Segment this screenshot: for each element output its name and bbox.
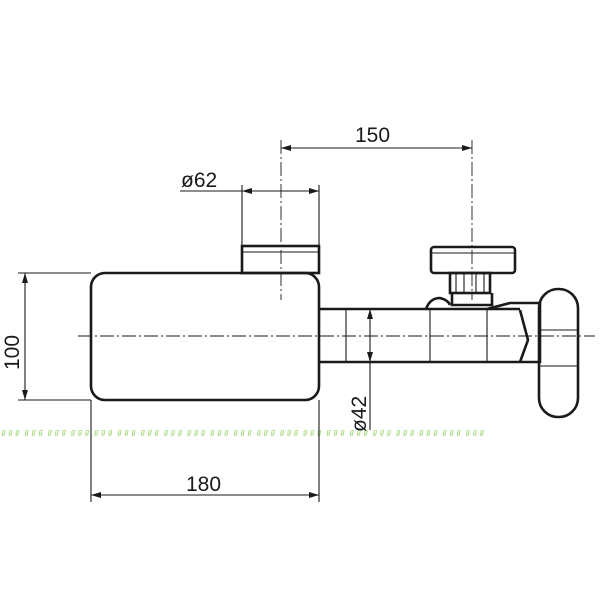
watermark-strip: ℊℊℊ ℊℊℊ ℊℊℊ ℊℊℊ ℊℊℊ ℊℊℊ ℊℊℊ ℊℊℊ ℊℊℊ ℊℊℊ …: [0, 428, 486, 437]
label-100: 100: [1, 335, 24, 370]
temperature-knob: [240, 244, 321, 275]
outlet-fitting: [486, 287, 580, 419]
dimension-100: 100: [1, 272, 91, 401]
thermostat-body: [89, 271, 321, 402]
svg-text:ℊℊℊ ℊℊℊ ℊℊℊ ℊℊℊ ℊℊℊ ℊℊℊ ℊℊℊ ℊℊ: ℊℊℊ ℊℊℊ ℊℊℊ ℊℊℊ ℊℊℊ ℊℊℊ ℊℊℊ ℊℊℊ ℊℊℊ ℊℊℊ …: [0, 428, 486, 437]
dimension-dia42: ø42: [348, 309, 373, 432]
dimension-150: 150: [281, 124, 472, 151]
label-150: 150: [355, 124, 390, 147]
label-dia42: ø42: [348, 396, 371, 432]
dimension-dia62: ø62: [180, 169, 320, 246]
pipe: [319, 307, 520, 364]
flow-knob: [424, 245, 517, 310]
label-dia62: ø62: [181, 169, 217, 192]
dimension-180: 180: [90, 400, 320, 502]
label-180: 180: [186, 473, 221, 496]
